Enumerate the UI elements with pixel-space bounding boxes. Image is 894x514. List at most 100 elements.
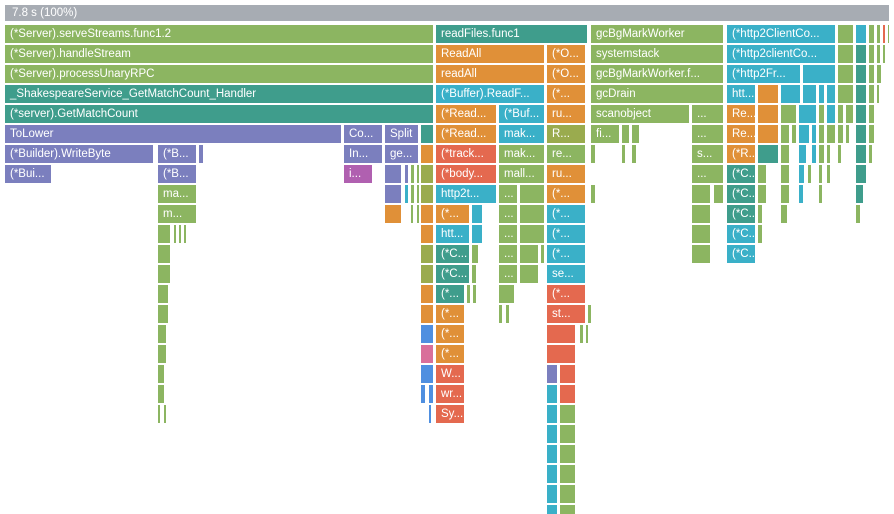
flame-frame[interactable] [416,164,420,184]
flame-frame[interactable] [882,44,886,64]
flame-frame[interactable] [546,464,558,484]
flame-frame[interactable]: (*C... [726,244,756,264]
flame-frame[interactable] [691,244,711,264]
flame-frame[interactable] [855,64,867,84]
flame-frame[interactable]: (*Buffer).ReadF... [435,84,545,104]
flame-frame[interactable]: (*server).GetMatchCount [4,104,434,124]
flame-frame[interactable] [546,484,558,504]
flame-frame[interactable] [420,184,434,204]
flame-frame[interactable] [855,104,867,124]
flame-frame[interactable] [868,84,875,104]
flame-frame[interactable] [798,164,805,184]
flame-frame[interactable] [876,64,882,84]
flame-frame[interactable] [691,184,711,204]
flame-frame[interactable] [546,504,558,514]
flame-frame[interactable]: (*... [546,244,586,264]
flame-frame[interactable] [559,484,576,504]
flame-frame[interactable]: readAll [435,64,545,84]
flame-frame[interactable] [837,104,844,124]
flame-frame[interactable] [757,104,779,124]
flame-frame[interactable]: ... [498,244,518,264]
flame-frame[interactable] [837,84,854,104]
flame-frame[interactable] [559,504,576,514]
flame-frame[interactable] [855,144,867,164]
flame-frame[interactable] [546,444,558,464]
flame-frame[interactable] [420,224,434,244]
flame-frame[interactable] [585,324,589,344]
flame-frame[interactable] [198,144,204,164]
flame-frame[interactable]: i... [343,164,373,184]
flame-frame[interactable] [868,124,875,144]
flame-frame[interactable] [826,104,836,124]
flame-frame[interactable] [384,184,402,204]
flame-frame[interactable] [471,224,483,244]
flame-frame[interactable] [780,84,801,104]
flame-frame[interactable] [157,264,171,284]
flame-frame[interactable] [157,224,171,244]
flame-frame[interactable] [780,164,790,184]
flame-frame[interactable]: (*C... [726,204,756,224]
flame-frame[interactable] [757,224,763,244]
flame-frame[interactable] [587,304,592,324]
flame-frame[interactable]: systemstack [590,44,724,64]
flame-frame[interactable] [818,164,823,184]
flame-frame[interactable] [471,264,477,284]
flame-frame[interactable] [410,184,415,204]
flame-frame[interactable]: Split [384,124,419,144]
flame-frame[interactable] [855,124,867,144]
flame-frame[interactable] [420,264,434,284]
flame-frame[interactable] [876,24,881,44]
flame-frame[interactable] [807,164,812,184]
flame-frame[interactable] [519,184,545,204]
flame-frame[interactable]: (*Buf... [498,104,545,124]
flame-frame[interactable] [579,324,584,344]
flame-frame[interactable] [868,64,875,84]
flame-frame[interactable]: se... [546,264,586,284]
flame-frame[interactable] [404,164,409,184]
flame-frame[interactable] [855,44,867,64]
flame-frame[interactable] [818,104,825,124]
flame-frame[interactable] [546,324,576,344]
flame-frame[interactable] [826,84,836,104]
flame-frame[interactable] [498,304,503,324]
flame-frame[interactable] [757,124,779,144]
flame-frame[interactable]: gcDrain [590,84,724,104]
flame-frame[interactable] [546,404,558,424]
flame-frame[interactable] [420,164,434,184]
flame-frame[interactable] [590,184,596,204]
flame-frame[interactable] [546,364,558,384]
flame-frame[interactable] [546,424,558,444]
flame-frame[interactable] [837,44,854,64]
flame-frame[interactable] [519,244,539,264]
flame-frame[interactable] [798,144,807,164]
flame-frame[interactable]: ge... [384,144,419,164]
flame-frame[interactable]: scanobject [590,104,690,124]
flame-frame[interactable] [157,344,167,364]
flame-frame[interactable] [157,404,161,424]
flame-frame[interactable]: ru... [546,104,586,124]
flame-frame[interactable] [590,144,596,164]
flame-frame[interactable]: ... [691,104,724,124]
flame-frame[interactable] [837,64,854,84]
flame-frame[interactable] [826,124,836,144]
flame-frame[interactable]: (*http2ClientCo... [726,24,836,44]
flame-frame[interactable] [855,84,867,104]
flame-frame[interactable] [505,304,510,324]
flame-frame[interactable]: htt... [726,84,756,104]
flame-frame[interactable]: (*... [435,304,465,324]
flame-frame[interactable]: (*... [435,204,470,224]
flame-frame[interactable] [780,144,790,164]
flame-frame[interactable] [811,124,817,144]
flame-frame[interactable] [868,44,875,64]
flame-frame[interactable] [691,204,711,224]
flame-frame[interactable] [420,384,426,404]
flame-frame[interactable] [802,64,836,84]
flame-frame[interactable]: (*C... [726,224,756,244]
flame-frame[interactable] [713,184,724,204]
flame-frame[interactable] [410,164,415,184]
flame-frame[interactable] [818,144,825,164]
flame-frame[interactable]: ... [498,184,518,204]
flame-frame[interactable] [173,224,177,244]
flame-frame[interactable] [420,364,434,384]
